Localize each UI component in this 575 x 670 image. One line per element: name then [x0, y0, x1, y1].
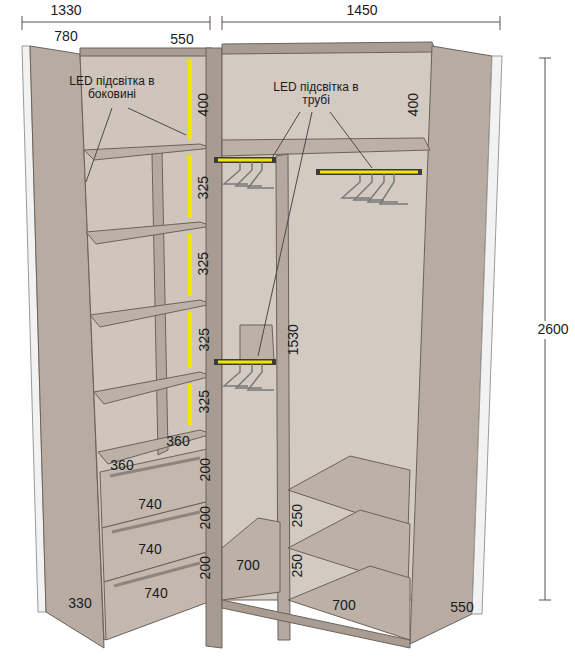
- dimension-label: 700: [236, 558, 259, 573]
- callout-text: LED підсвітка в боковині: [64, 75, 160, 101]
- dimension-label: 250: [290, 504, 305, 527]
- dimension-label: 325: [197, 390, 212, 413]
- dimension-label: 700: [332, 598, 355, 613]
- dimension-label: 550: [170, 32, 193, 47]
- dimension-label: 325: [196, 176, 211, 199]
- dimension-label: 200: [198, 458, 213, 481]
- dimension-label: 740: [138, 497, 161, 512]
- dimension-label: 400: [196, 93, 211, 116]
- dimension-label: 200: [198, 506, 213, 529]
- dimension-label: 330: [68, 596, 91, 611]
- dimension-label: 325: [196, 252, 211, 275]
- dimension-label: 780: [54, 29, 77, 44]
- dimension-label: 400: [406, 93, 421, 116]
- dimension-label: 550: [450, 600, 473, 615]
- dimension-label: 325: [197, 328, 212, 351]
- dimension-label: 740: [138, 542, 161, 557]
- dimension-label: 250: [290, 554, 305, 577]
- dimension-label: 1330: [50, 3, 81, 18]
- dimension-label: 1530: [286, 324, 301, 355]
- dimension-label: 360: [166, 434, 189, 449]
- dimension-label: 1450: [346, 3, 377, 18]
- dimension-label: 740: [144, 586, 167, 601]
- dimension-label: 2600: [535, 321, 570, 338]
- callout-text: LED підсвітка в трубі: [261, 81, 371, 107]
- dimension-label: 200: [198, 556, 213, 579]
- dimension-label: 360: [110, 458, 133, 473]
